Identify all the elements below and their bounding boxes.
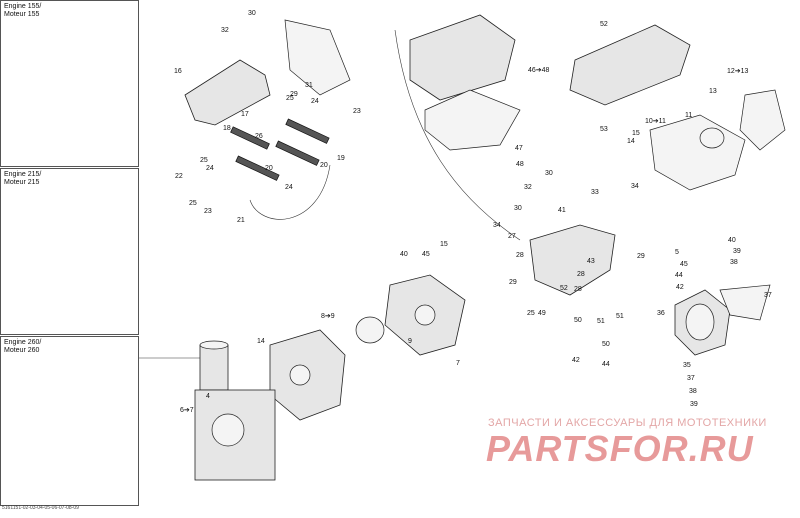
callout-label: 30	[545, 170, 553, 177]
callout-label: 51	[597, 318, 605, 325]
engine-260-panel: Engine 260/ Moteur 260	[0, 336, 139, 506]
callout-label: 48	[516, 161, 524, 168]
callout-label: 34	[631, 183, 639, 190]
engine-215-panel: Engine 215/ Moteur 215	[0, 168, 139, 335]
callout-label: 44	[675, 272, 683, 279]
engine-main	[194, 340, 276, 481]
callout-label: 34	[493, 222, 501, 229]
callout-label: 8➔9	[321, 313, 335, 320]
callout-label: 9	[408, 338, 412, 345]
callout-label: 17	[241, 111, 249, 118]
callout-label: 29	[290, 91, 298, 98]
callout-label: 28	[516, 252, 524, 259]
callout-label: 50	[574, 317, 582, 324]
callout-label: 30	[248, 10, 256, 17]
callout-label: 36	[657, 310, 665, 317]
callout-label: 32	[221, 27, 229, 34]
callout-label: 35	[683, 362, 691, 369]
callout-label: 6➔7	[180, 407, 194, 414]
callout-label: 22	[175, 173, 183, 180]
callout-label: 38	[730, 259, 738, 266]
watermark-tagline: ЗАПЧАСТИ И АКСЕССУАРЫ ДЛЯ МОТОТЕХНИКИ	[488, 417, 767, 429]
callout-label: 28	[577, 271, 585, 278]
callout-label: 41	[558, 207, 566, 214]
callout-label: 42	[572, 357, 580, 364]
callout-label: 23	[204, 208, 212, 215]
callout-label: 39	[733, 248, 741, 255]
callout-label: 40	[400, 251, 408, 258]
callout-label: 49	[538, 310, 546, 317]
callout-label: 28	[574, 286, 582, 293]
callout-label: 45	[422, 251, 430, 258]
callout-label: 29	[509, 279, 517, 286]
callout-label: 38	[689, 388, 697, 395]
callout-label: 29	[637, 253, 645, 260]
exhaust-bracket	[269, 224, 616, 421]
callout-label: 52	[560, 285, 568, 292]
callout-label: 18	[223, 125, 231, 132]
callout-label: 14	[257, 338, 265, 345]
callout-label: 24	[311, 98, 319, 105]
callout-label: 11	[685, 112, 692, 119]
callout-label: 37	[687, 375, 695, 382]
callout-label: 25	[189, 200, 197, 207]
callout-label: 32	[524, 184, 532, 191]
engine-155-title: Engine 155/ Moteur 155	[4, 3, 42, 18]
callout-label: 51	[616, 313, 624, 320]
callout-label: 4	[206, 393, 210, 400]
callout-label: 47	[515, 145, 523, 152]
callout-label: 24	[206, 165, 214, 172]
callout-label: 25	[200, 157, 208, 164]
callout-label: 27	[508, 233, 516, 240]
callout-label: 39	[690, 401, 698, 408]
callout-label: 40	[728, 237, 736, 244]
callout-label: 5	[675, 249, 679, 256]
callout-label: 23	[353, 108, 361, 115]
callout-label: 31	[305, 82, 313, 89]
callout-label: 37	[764, 292, 772, 299]
callout-label: 30	[514, 205, 522, 212]
muffler-top	[409, 14, 521, 151]
callout-label: 20	[265, 165, 273, 172]
callout-label: 16	[174, 68, 182, 75]
callout-label: 52	[600, 21, 608, 28]
heat-shield	[569, 24, 786, 191]
callout-label: 20	[320, 162, 328, 169]
engine-155-panel: Engine 155/ Moteur 155	[0, 0, 139, 167]
callout-label: 42	[676, 284, 684, 291]
callout-label: 24	[285, 184, 293, 191]
callout-label: 14	[627, 138, 635, 145]
callout-label: 45	[680, 261, 688, 268]
diagram-reference: 5161151-02-03-04-05-06-07-08-09	[2, 505, 79, 511]
callout-label: 25	[527, 310, 535, 317]
callout-label: 26	[255, 133, 263, 140]
support-bracket	[184, 19, 351, 181]
callout-label: 15	[632, 130, 640, 137]
callout-label: 25	[286, 95, 294, 102]
watermark-logo: PARTSFOR.RU	[486, 428, 754, 469]
callout-label: 21	[237, 217, 245, 224]
callout-label: 44	[602, 361, 610, 368]
callout-label: 12➔13	[727, 68, 749, 75]
engine-215-title: Engine 215/ Moteur 215	[4, 171, 42, 186]
callout-label: 19	[337, 155, 345, 162]
callout-label: 43	[587, 258, 595, 265]
callout-label: 7	[456, 360, 460, 367]
callout-label: 13	[709, 88, 717, 95]
callout-label: 15	[440, 241, 448, 248]
engine-260-title: Engine 260/ Moteur 260	[4, 339, 42, 354]
exhaust-pipe	[674, 284, 771, 356]
callout-label: 50	[602, 341, 610, 348]
callout-label: 46➔48	[528, 67, 550, 74]
callout-label: 53	[600, 126, 608, 133]
callout-label: 10➔11	[645, 118, 666, 125]
callout-label: 33	[591, 189, 599, 196]
